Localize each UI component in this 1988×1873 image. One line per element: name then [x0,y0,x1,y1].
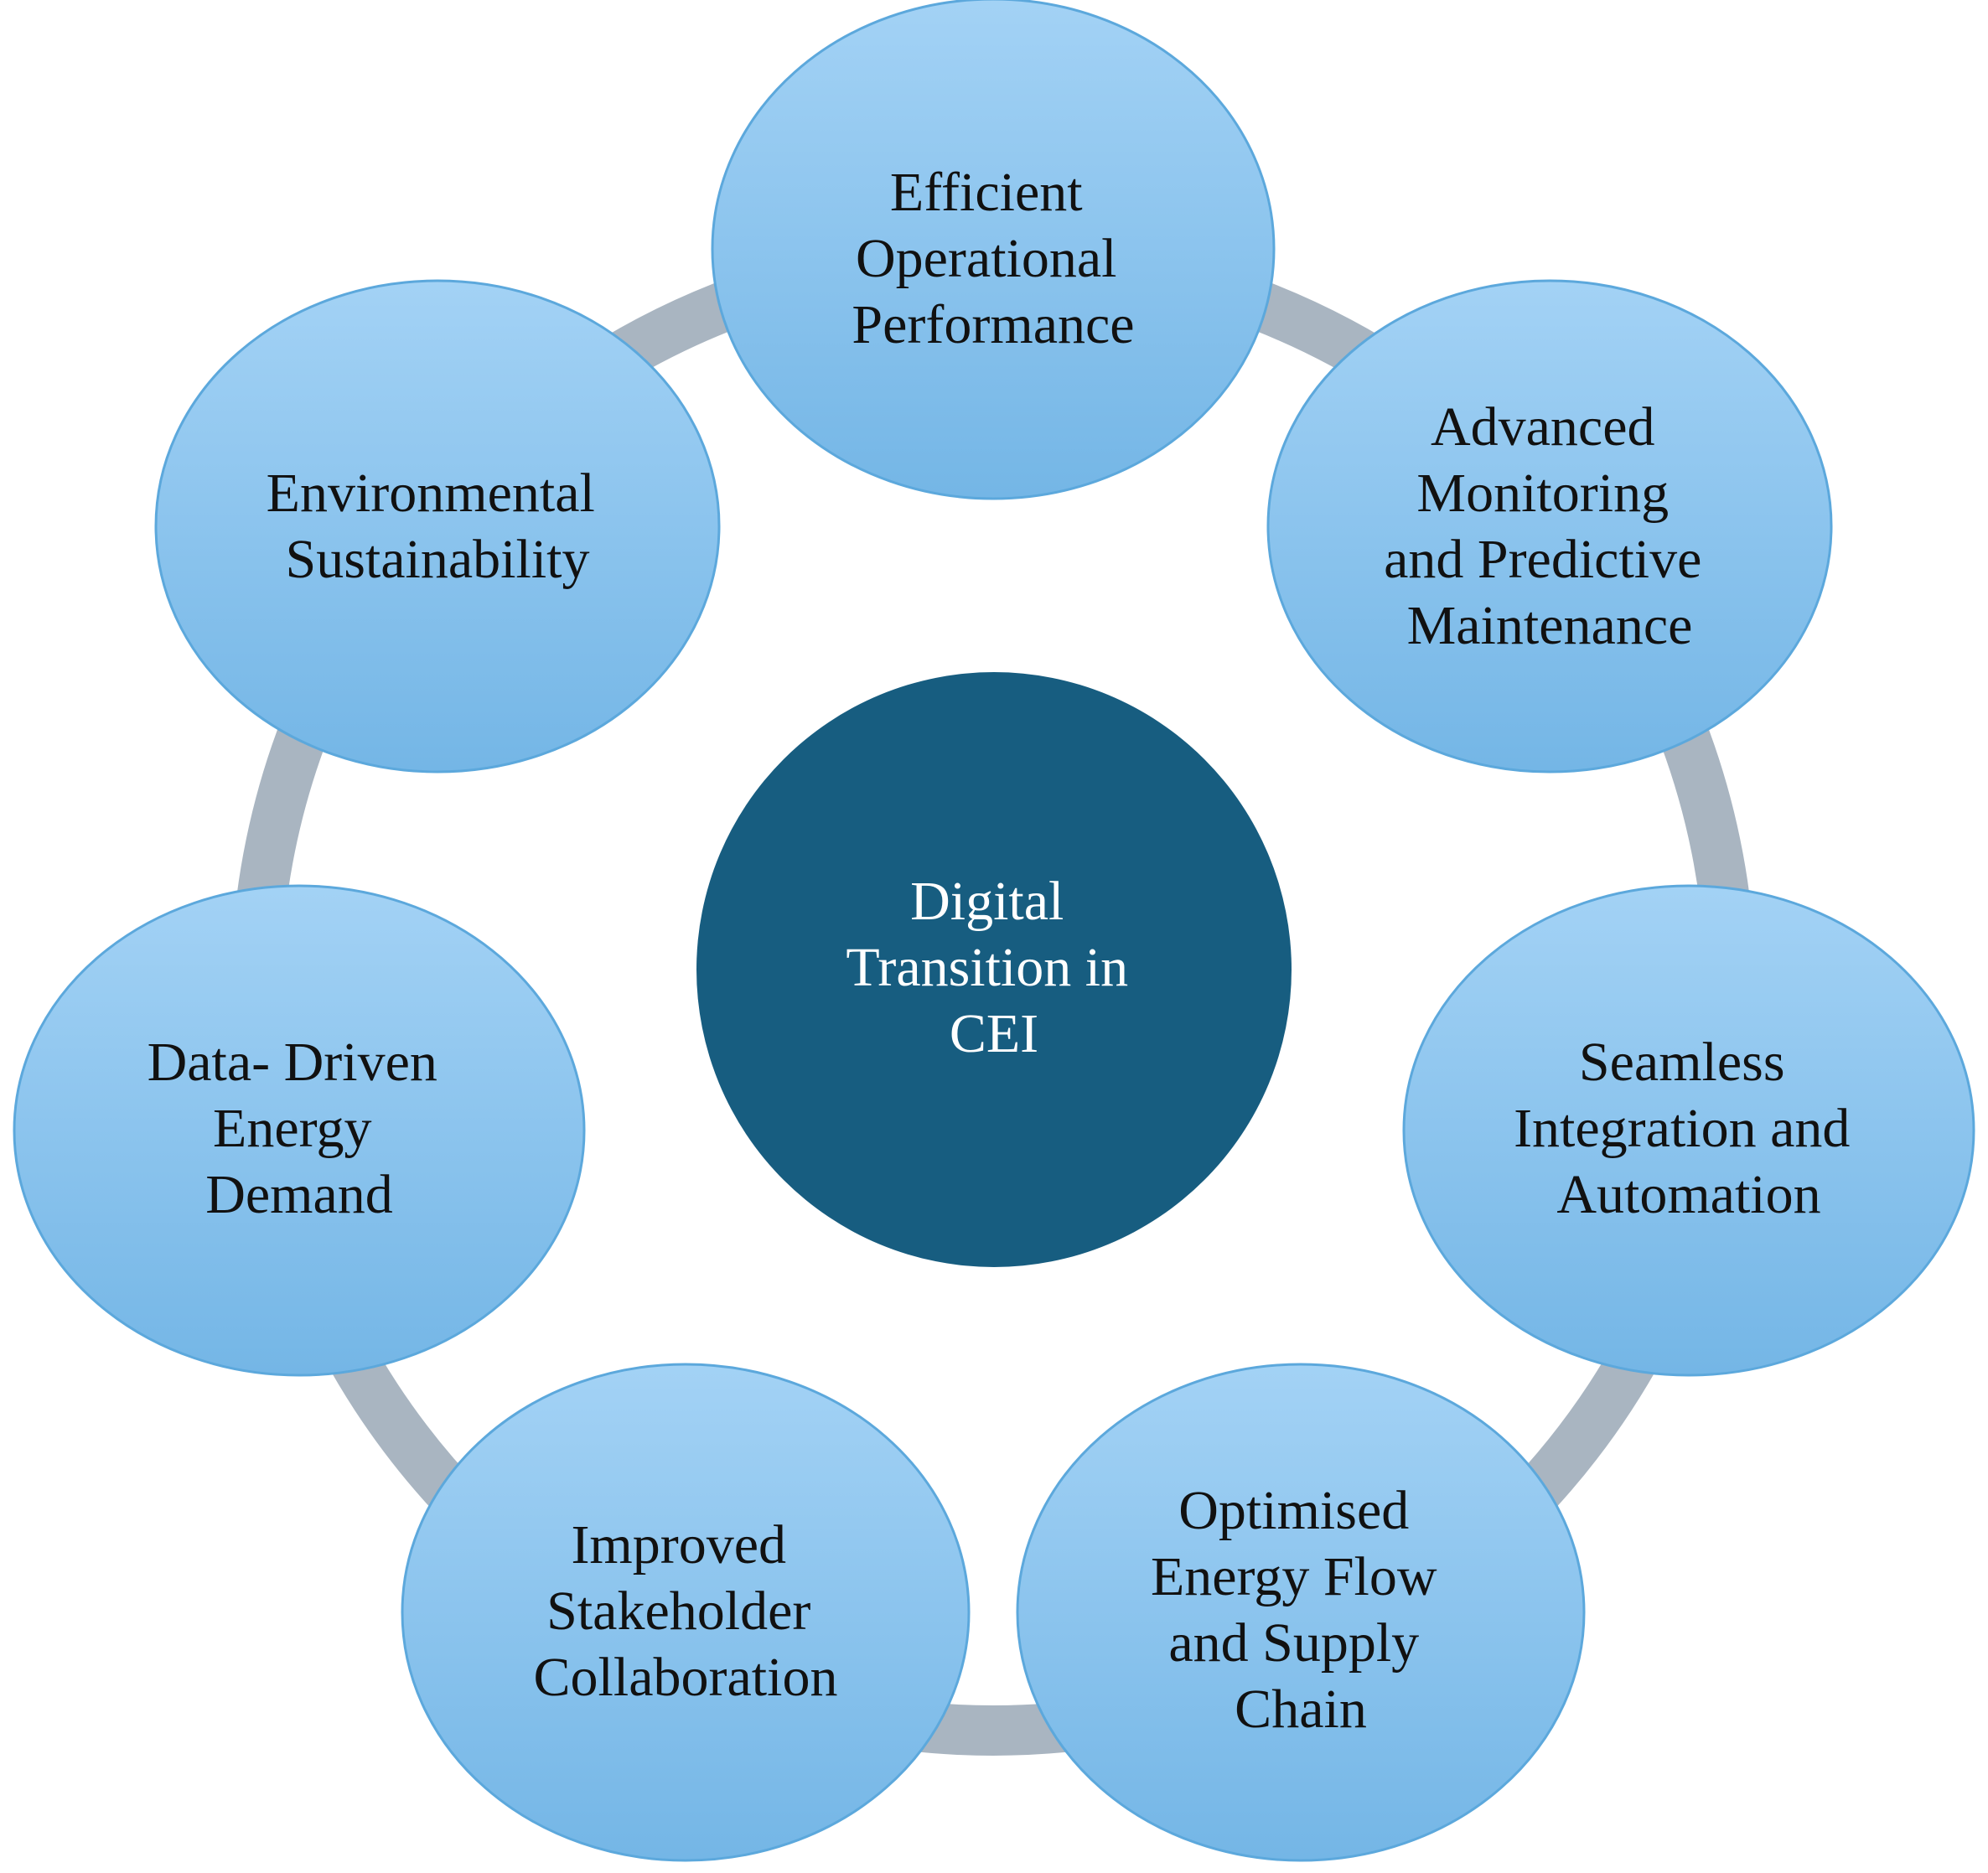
node-label-line: Optimised [1178,1480,1409,1541]
node-label-line: Data- Driven [148,1032,437,1093]
node-label-line: and Supply [1168,1612,1419,1674]
node-label: Advanced Monitoring and Predictive Maint… [1384,396,1716,656]
node-ellipse [1266,279,1833,774]
node-ellipse [13,884,586,1377]
node-label-line: Energy [213,1098,371,1159]
node-label: Optimised Energy Flow and Supply Chain [1151,1480,1451,1740]
node-label-line: Demand [205,1164,393,1225]
node-advanced-monitoring: Advanced Monitoring and Predictive Maint… [1266,279,1833,774]
node-label-line: Environmental [267,463,595,524]
node-label: Efficient Operational Performance [852,162,1134,355]
node-label-line: Advanced [1431,396,1655,458]
node-label-line: Sustainability [286,529,590,590]
node-optimised-energy-flow: Optimised Energy Flow and Supply Chain [1016,1363,1586,1862]
node-label-line: Chain [1235,1679,1367,1740]
center-label-line: CEI [950,1003,1038,1064]
node-label-line: Energy Flow [1151,1546,1437,1607]
node-seamless-integration: Seamless Integration and Automation [1402,884,1975,1377]
node-label-line: Automation [1556,1164,1820,1225]
node-label-line: Stakeholder [546,1581,810,1642]
node-environmental-sustainability: Environmental Sustainability [154,279,721,774]
node-ellipse [154,279,721,774]
node-label-line: Monitoring [1416,463,1669,524]
center-circle [696,672,1292,1267]
node-label: Improved Stakeholder Collaboration [534,1514,838,1708]
node-label-line: Operational [856,228,1117,289]
node-label-line: Seamless [1579,1032,1785,1093]
center-label: Digital Transition in CEI [846,871,1142,1064]
node-label-line: Improved [571,1514,786,1575]
node-label-line: Performance [852,294,1134,355]
node-label: Data- Driven Energy Demand [148,1032,452,1225]
node-improved-stakeholder-collaboration: Improved Stakeholder Collaboration [401,1363,971,1862]
node-ellipse [1016,1363,1586,1862]
node-ellipse [401,1363,971,1862]
node-ellipse [1402,884,1975,1377]
center-label-line: Transition in [846,937,1128,998]
node-label-line: Collaboration [534,1647,838,1708]
node-ellipse [711,0,1276,500]
node-label-line: Efficient [890,162,1083,223]
node-data-driven-energy-demand: Data- Driven Energy Demand [13,884,586,1377]
node-label: Environmental Sustainability [267,463,609,590]
center-node: Digital Transition in CEI [696,672,1292,1267]
node-label-line: and Predictive [1384,529,1701,590]
node-efficient-operational-performance: Efficient Operational Performance [711,0,1276,500]
node-label-line: Maintenance [1407,595,1693,656]
node-label-line: Integration and [1514,1098,1850,1159]
node-label: Seamless Integration and Automation [1514,1032,1864,1225]
center-label-line: Digital [910,871,1064,932]
